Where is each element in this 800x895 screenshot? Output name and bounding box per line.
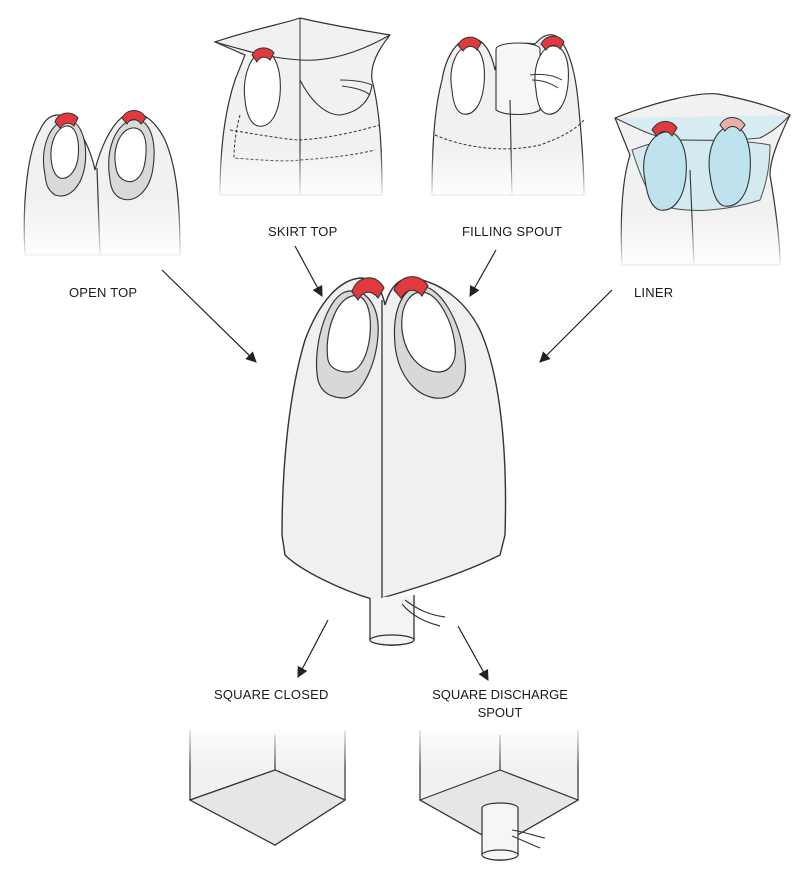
label-open-top: OPEN TOP — [69, 285, 138, 300]
label-square-closed: SQUARE CLOSED — [214, 687, 329, 702]
arrow-square-closed — [297, 619, 329, 678]
label-square-discharge-line1: SQUARE DISCHARGE — [432, 687, 568, 702]
label-skirt-top: SKIRT TOP — [268, 224, 338, 239]
liner-bag — [612, 93, 792, 270]
arrows — [161, 245, 613, 681]
arrow-liner — [539, 289, 613, 363]
filling-spout-bag — [425, 34, 595, 200]
main-bag — [281, 276, 507, 646]
square-closed-bag — [180, 722, 355, 846]
square-discharge-spout-bag — [410, 722, 590, 861]
skirt-top-bag — [210, 17, 392, 200]
arrow-square-discharge — [457, 625, 489, 681]
label-square-discharge-line2: SPOUT — [477, 705, 523, 720]
open-top-bag — [15, 110, 190, 260]
arrow-filling-spout — [469, 249, 497, 297]
label-filling-spout: FILLING SPOUT — [462, 224, 563, 239]
label-liner: LINER — [634, 285, 674, 300]
arrow-skirt-top — [294, 245, 323, 297]
arrow-open-top — [161, 269, 257, 363]
label-square-discharge-spout: SQUARE DISCHARGE SPOUT — [428, 686, 572, 722]
